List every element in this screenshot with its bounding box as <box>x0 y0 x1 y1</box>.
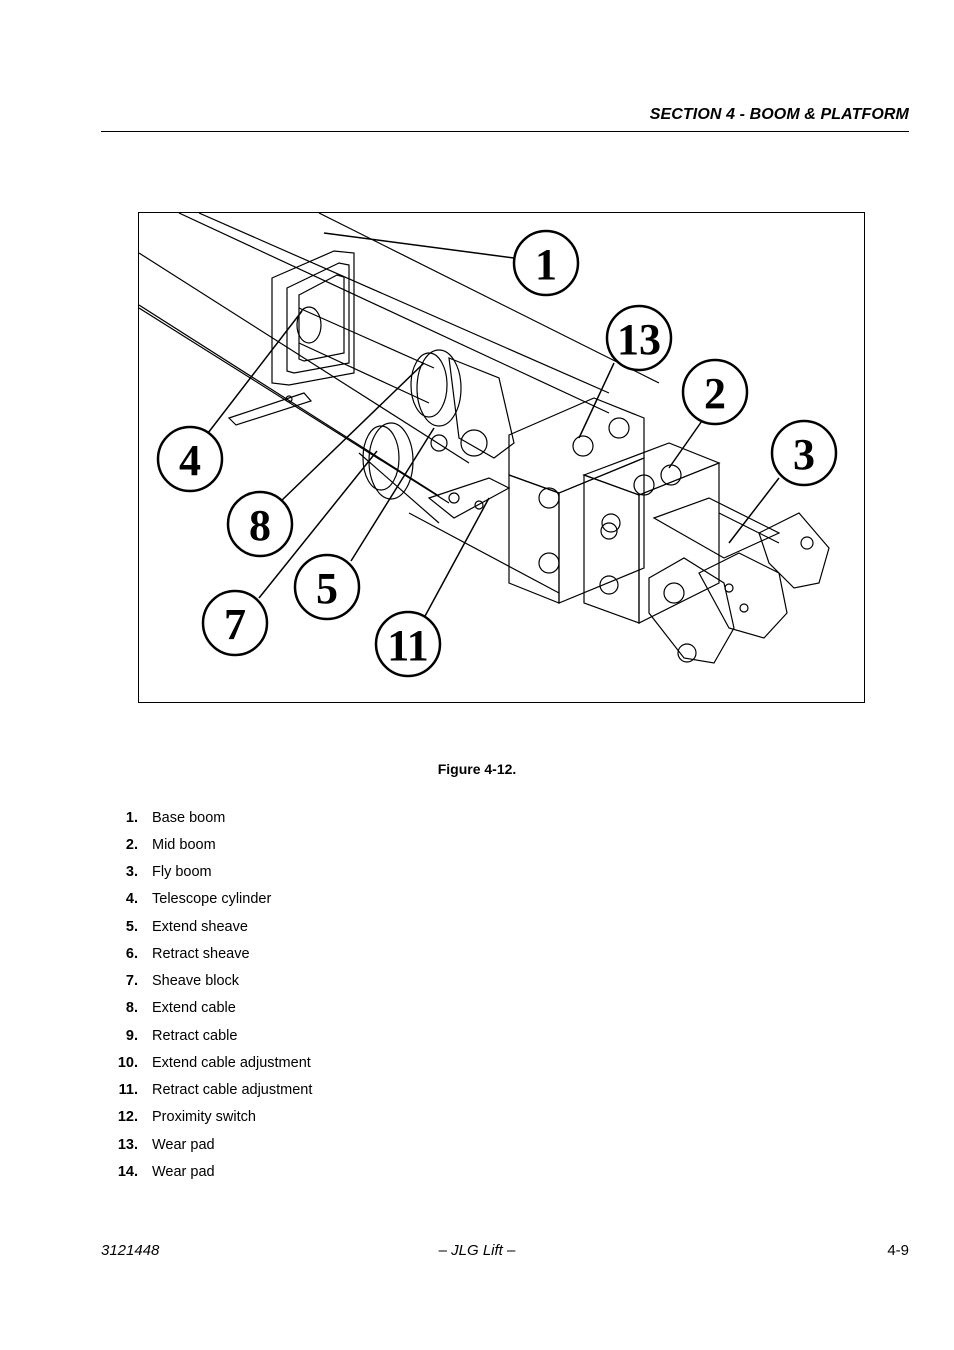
legend-number: 9. <box>125 1027 138 1044</box>
legend-number: 10. <box>117 1054 138 1071</box>
figure-caption: Figure 4-12. <box>437 761 517 777</box>
legend-number: 7. <box>125 973 138 990</box>
callout-8: 8 <box>249 501 271 550</box>
legend-number: 14. <box>117 1163 138 1180</box>
legend-label: Telescope cylinder <box>152 891 272 908</box>
callout-circles <box>156 229 838 678</box>
legend-item: 4. Telescope cylinder <box>110 886 312 913</box>
legend-label: Extend cable <box>152 1000 236 1017</box>
legend-label: Proximity switch <box>152 1109 256 1126</box>
callout-7: 7 <box>224 600 246 649</box>
legend-item: 9. Retract cable <box>110 1022 312 1049</box>
legend-number: 11. <box>118 1082 138 1099</box>
boom-illustration: 1 13 2 3 4 8 5 7 11 <box>139 213 838 678</box>
boom-figure: 1 13 2 3 4 8 5 7 11 <box>138 212 865 703</box>
legend-number: 2. <box>125 836 138 853</box>
legend-label: Mid boom <box>152 836 216 853</box>
legend-label: Retract cable <box>152 1027 238 1044</box>
legend-item: 11. Retract cable adjustment <box>110 1077 313 1104</box>
legend-number: 6. <box>125 945 138 962</box>
legend-item: 5. Extend sheave <box>110 913 312 940</box>
legend-item: 7. Sheave block <box>110 968 312 995</box>
legend-number: 5. <box>125 918 138 935</box>
legend-label: Wear pad <box>152 1136 215 1153</box>
footer-page-number: 4-9 <box>887 1242 909 1259</box>
legend-number: 13. <box>117 1136 138 1153</box>
legend-label: Base boom <box>152 809 226 826</box>
legend-label: Wear pad <box>152 1163 215 1180</box>
legend-item: 2. Mid boom <box>110 831 312 858</box>
callout-11: 11 <box>387 621 429 670</box>
callout-5: 5 <box>316 564 338 613</box>
section-header: SECTION 4 - BOOM & PLATFORM <box>649 106 909 123</box>
footer-company: – JLG Lift – <box>438 1242 516 1259</box>
legend-item: 6. Retract sheave <box>110 940 312 967</box>
callout-4: 4 <box>179 436 201 485</box>
legend-item: 1. Base boom <box>110 804 312 831</box>
legend-label: Retract cable adjustment <box>152 1082 313 1099</box>
legend-item: 8. Extend cable <box>110 995 312 1022</box>
legend-item: 10. Extend cable adjustment <box>110 1049 312 1076</box>
legend-label: Extend cable adjustment <box>152 1054 311 1071</box>
legend-number: 1. <box>125 809 138 826</box>
header-rule <box>101 131 909 132</box>
legend-number: 3. <box>125 864 138 881</box>
callout-13: 13 <box>617 315 661 364</box>
parts-legend: 1. Base boom 2. Mid boom 3. Fly boom 4. Tele… <box>110 804 313 1186</box>
legend-item: 14. Wear pad <box>110 1158 312 1185</box>
callout-2: 2 <box>704 369 726 418</box>
legend-number: 12. <box>117 1109 138 1126</box>
callout-leaders <box>207 232 780 619</box>
legend-item: 3. Fly boom <box>110 859 312 886</box>
legend-number: 4. <box>125 891 138 908</box>
legend-label: Retract sheave <box>152 945 250 962</box>
legend-number: 8. <box>125 1000 138 1017</box>
boom-drawing <box>139 213 830 664</box>
legend-item: 13. Wear pad <box>110 1131 312 1158</box>
legend-label: Extend sheave <box>152 918 248 935</box>
legend-label: Fly boom <box>152 864 212 881</box>
footer-doc-number: 3121448 <box>101 1242 160 1259</box>
callout-1: 1 <box>535 240 557 289</box>
callout-3: 3 <box>793 430 815 479</box>
legend-label: Sheave block <box>152 973 240 990</box>
legend-item: 12. Proximity switch <box>110 1104 312 1131</box>
